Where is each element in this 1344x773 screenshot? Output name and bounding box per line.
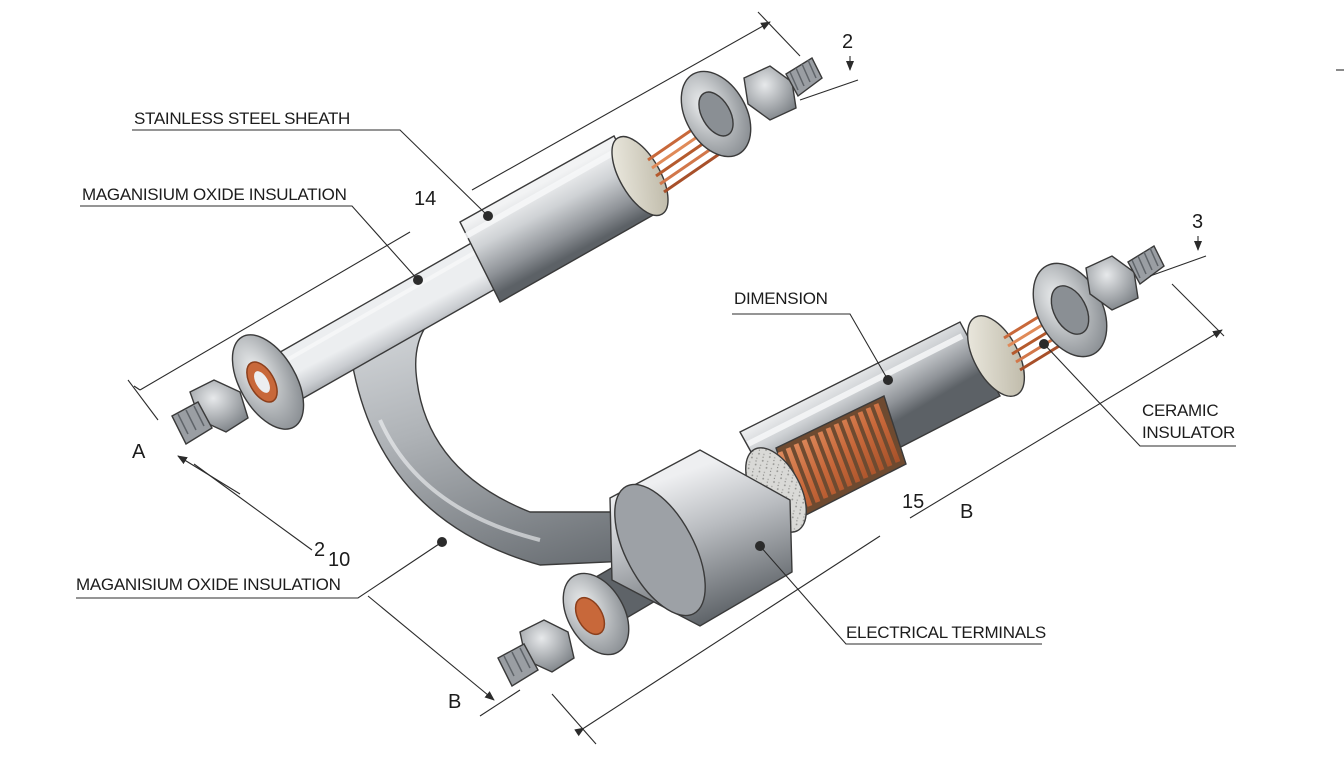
- leg-a: [171, 57, 823, 445]
- leader-lines: [76, 129, 1236, 645]
- mark-a: A: [132, 441, 146, 463]
- label-stainless-sheath: STAINLESS STEEL SHEATH: [134, 109, 350, 128]
- dim-14: 14: [414, 188, 436, 210]
- dim-2-top: 2: [842, 31, 853, 53]
- mark-b-right: B: [960, 501, 973, 523]
- label-electrical-terminals: ELECTRICAL TERMINALS: [846, 623, 1046, 642]
- dim-10: 10: [328, 549, 350, 571]
- label-mgo-insulation-top: MAGANISIUM OXIDE INSULATION: [82, 185, 347, 204]
- dim-3: 3: [1192, 211, 1203, 233]
- leg-b: [497, 245, 1165, 687]
- label-ceramic-line2: INSULATOR: [1142, 423, 1235, 442]
- mark-b-bottom: B: [448, 691, 461, 713]
- dim-15: 15: [902, 491, 924, 513]
- label-ceramic-line1: CERAMIC: [1142, 401, 1218, 420]
- label-dimension: DIMENSION: [734, 289, 828, 308]
- dimension-lines: [127, 11, 1344, 745]
- label-mgo-insulation-bottom: MAGANISIUM OXIDE INSULATION: [76, 575, 341, 594]
- dim-2-bottom: 2: [314, 539, 325, 561]
